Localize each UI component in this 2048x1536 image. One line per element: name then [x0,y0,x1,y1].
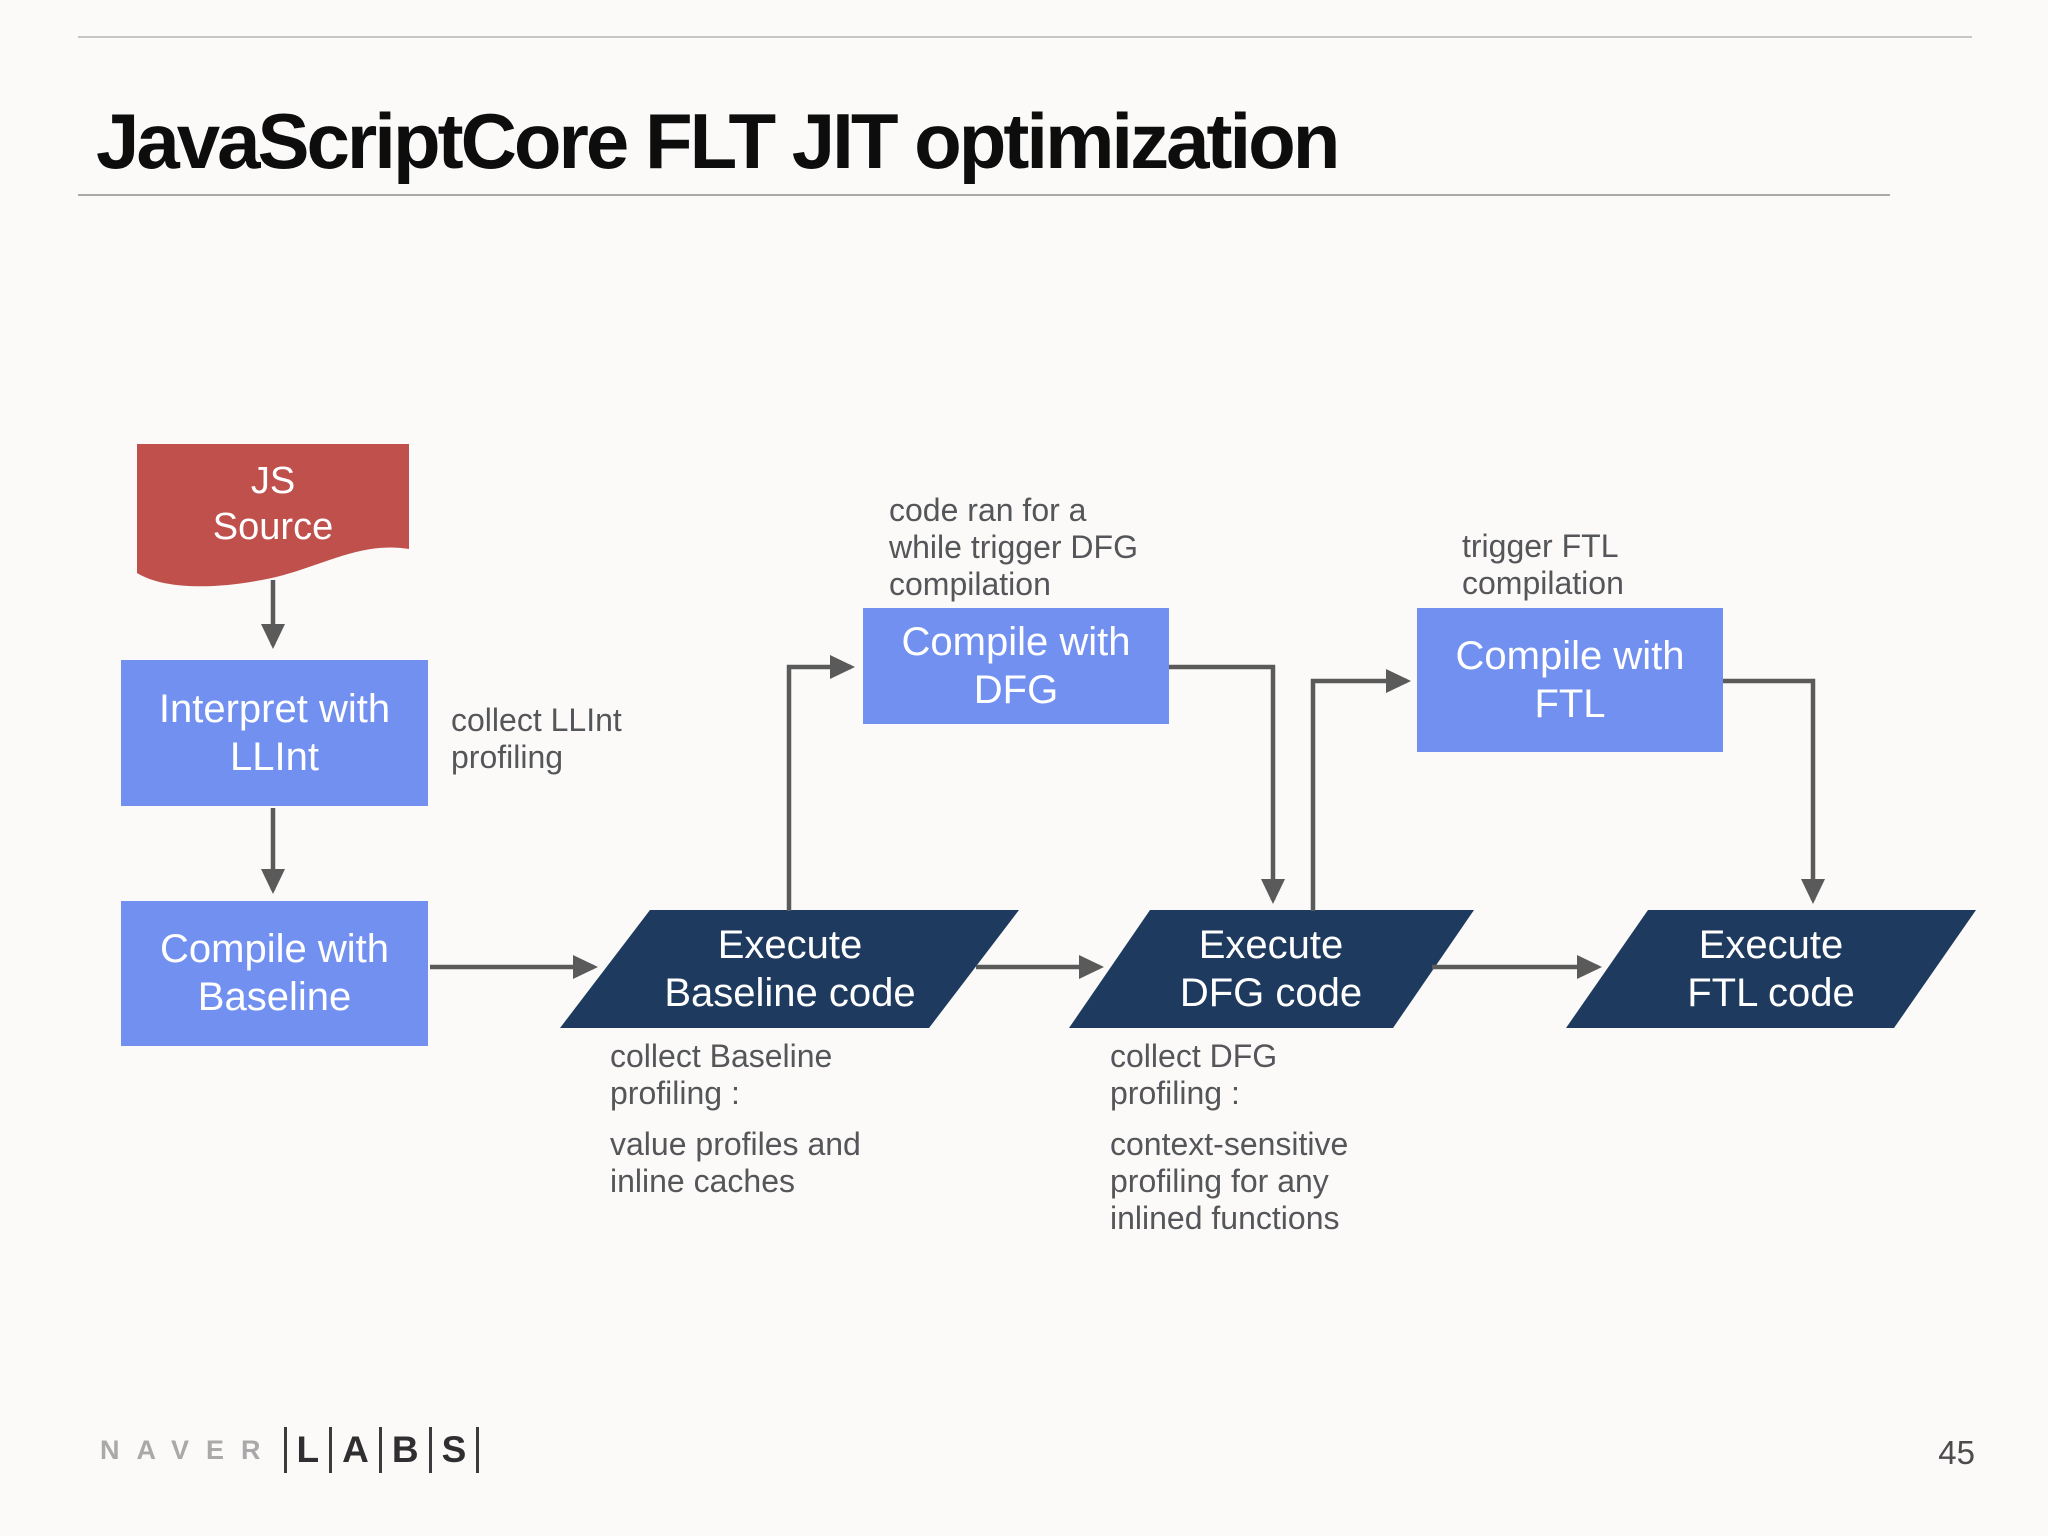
js-source-label: JS Source [137,458,409,550]
naver-wordmark: NAVER [100,1434,278,1465]
execute-dfg-line2: DFG code [1179,971,1363,1015]
labs-divider [283,1427,287,1473]
execute-baseline-label: Execute Baseline code [610,921,970,1017]
collect-dfg-annotation: collect DFG profiling : context-sensitiv… [1110,1038,1348,1237]
compile-dfg-line2: DFG [973,668,1059,712]
compile-ftl-line2: FTL [1534,682,1606,726]
labs-divider [378,1427,382,1473]
collect-dfg-detail2: profiling for any [1110,1163,1329,1199]
labs-letter-a: A [342,1429,369,1470]
arrow-exec-dfg-to-compile-ftl [1310,669,1411,911]
collect-dfg-detail3: inlined functions [1110,1200,1340,1236]
collect-llint-annotation: collect LLInt profiling [451,702,622,776]
compile-dfg-label: Compile with DFG [863,618,1169,714]
labs-letter-b: B [391,1429,419,1470]
compile-baseline-label: Compile with Baseline [121,925,428,1021]
interpret-line1: Interpret with [158,687,391,731]
compile-ftl-box [1417,608,1723,752]
compile-baseline-line1: Compile with [160,927,389,971]
collect-baseline-annotation: collect Baseline profiling : value profi… [610,1038,861,1200]
arrow-compile-ftl-to-exec-ftl [1723,678,1825,904]
compile-dfg-line1: Compile with [901,620,1131,664]
execute-baseline-parallelogram [560,910,1019,1028]
labs-wordmark: L A B S [283,1427,480,1473]
labs-letter-s: S [441,1429,467,1470]
js-source-shape [137,444,409,587]
execute-ftl-label: Execute FTL code [1591,921,1951,1017]
title-rule [78,194,1890,196]
execute-ftl-parallelogram [1566,910,1976,1028]
labs-divider [428,1427,432,1473]
collect-dfg-line1: collect DFG [1110,1038,1278,1074]
execute-baseline-line2: Baseline code [664,971,916,1015]
page-number: 45 [1938,1434,1975,1471]
compile-baseline-box [121,901,428,1046]
page-title: JavaScriptCore FLT JIT optimization [96,97,1340,185]
interpret-line2: LLInt [230,735,319,779]
collect-llint-line2: profiling [451,739,564,775]
code-ran-line1: code ran for a [889,492,1087,528]
execute-ftl-line1: Execute [1698,923,1844,967]
code-ran-annotation: code ran for a while trigger DFG compila… [889,492,1138,603]
execute-dfg-parallelogram [1069,910,1474,1028]
execute-baseline-line1: Execute [717,923,863,967]
collect-dfg-line2: profiling : [1110,1075,1240,1111]
js-source-line1: JS [250,460,296,502]
naver-labs-logo: NAVER L A B S [100,1424,480,1476]
top-rule [78,36,1972,38]
code-ran-line2: while trigger DFG [889,529,1138,565]
code-ran-line3: compilation [889,566,1051,602]
compile-ftl-line1: Compile with [1455,634,1685,678]
trigger-ftl-line2: compilation [1462,565,1624,601]
compile-dfg-box [863,608,1169,724]
collect-dfg-detail1: context-sensitive [1110,1126,1349,1162]
js-source-line2: Source [212,506,334,548]
labs-divider [476,1427,480,1473]
collect-baseline-detail1: value profiles and [610,1126,861,1162]
labs-divider [329,1427,333,1473]
collect-llint-line1: collect LLInt [451,702,622,738]
interpret-llint-box [121,660,428,806]
execute-dfg-line1: Execute [1198,923,1344,967]
trigger-ftl-annotation: trigger FTL compilation [1462,528,1624,602]
execute-ftl-line2: FTL code [1687,971,1855,1015]
arrow-compile-dfg-to-exec-dfg [1169,664,1285,904]
compile-baseline-line2: Baseline [197,975,352,1019]
trigger-ftl-line1: trigger FTL [1462,528,1619,564]
compile-ftl-label: Compile with FTL [1417,632,1723,728]
labs-letter-l: L [296,1429,320,1470]
collect-baseline-detail2: inline caches [610,1163,795,1199]
arrow-exec-baseline-to-compile-dfg [786,655,855,911]
interpret-llint-label: Interpret with LLInt [121,685,428,781]
execute-dfg-label: Execute DFG code [1091,921,1451,1017]
collect-baseline-line2: profiling : [610,1075,740,1111]
collect-baseline-line1: collect Baseline [610,1038,833,1074]
